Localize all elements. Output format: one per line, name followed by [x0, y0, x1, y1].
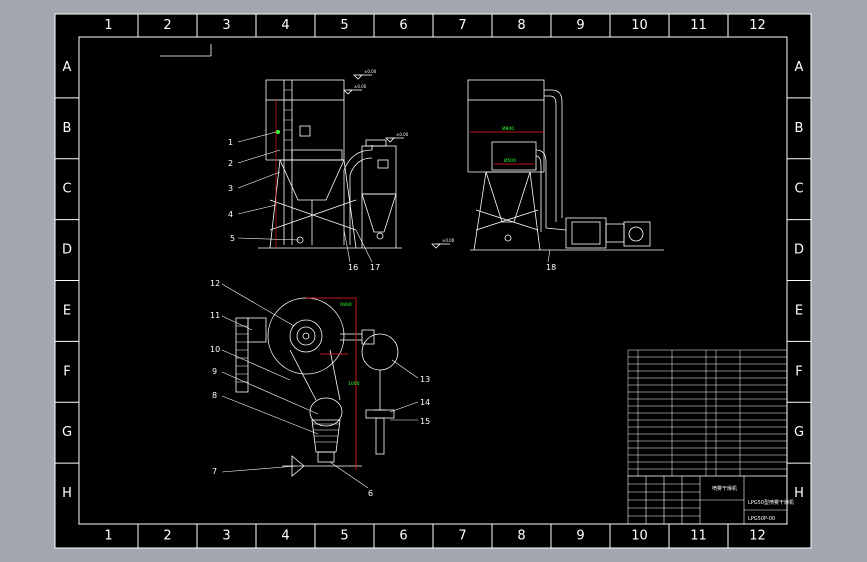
border-col-top-11: 11: [690, 18, 707, 33]
elevation-ground: ±0.00: [442, 238, 455, 243]
border-row-left-C: C: [62, 182, 71, 197]
balloon-1: 1: [228, 138, 233, 147]
dim-side-top: Ø800: [502, 125, 514, 132]
balloon-2: 2: [228, 159, 233, 168]
elevation-top: ±0.00: [364, 69, 377, 74]
border-col-bottom-11: 11: [690, 529, 707, 544]
border-row-left-H: H: [62, 486, 72, 501]
side-elevation-view: [467, 79, 664, 251]
dim-plan-radius: R800: [340, 302, 352, 308]
elevation-roof: ±0.00: [354, 84, 367, 89]
border-col-bottom-12: 12: [749, 529, 766, 544]
border-col-bottom-1: 1: [104, 529, 112, 544]
border-col-top-9: 9: [576, 18, 584, 33]
border-row-right-G: G: [794, 425, 804, 440]
border-row-left-D: D: [62, 243, 72, 258]
border-col-bottom-6: 6: [399, 529, 407, 544]
drawing-sheet: [54, 13, 812, 549]
balloon-9: 9: [212, 367, 217, 376]
border-row-right-E: E: [795, 303, 803, 318]
border-row-right-H: H: [794, 486, 804, 501]
dim-side-mid: Ø500: [504, 157, 516, 164]
balloon-15: 15: [420, 417, 430, 426]
plan-view: [235, 297, 399, 477]
border-row-right-C: C: [794, 182, 803, 197]
border-col-top-5: 5: [340, 18, 348, 33]
border-col-bottom-3: 3: [222, 529, 230, 544]
balloon-18: 18: [546, 263, 556, 272]
border-row-left-A: A: [63, 60, 72, 75]
border-col-bottom-4: 4: [281, 529, 289, 544]
border-col-top-8: 8: [517, 18, 525, 33]
border-col-top-3: 3: [222, 18, 230, 33]
border-col-bottom-2: 2: [163, 529, 171, 544]
balloon-8: 8: [212, 391, 217, 400]
balloon-16: 16: [348, 263, 358, 272]
border-col-bottom-9: 9: [576, 529, 584, 544]
balloon-5: 5: [230, 234, 235, 243]
balloon-4: 4: [228, 210, 233, 219]
border-col-top-6: 6: [399, 18, 407, 33]
border-row-left-B: B: [63, 121, 72, 136]
front-elevation-view: [160, 44, 450, 249]
title-block-drawing-no: LPG50P-00: [748, 516, 775, 522]
balloon-6: 6: [368, 489, 373, 498]
parts-list: [627, 349, 788, 477]
border-col-top-4: 4: [281, 18, 289, 33]
plan-leaders: [221, 283, 419, 489]
title-block-model: LPG50型喷雾干燥机: [748, 499, 794, 506]
front-elevation-dims: [275, 100, 280, 248]
border-row-right-D: D: [794, 243, 804, 258]
border-row-right-A: A: [795, 60, 804, 75]
balloon-11: 11: [210, 311, 220, 320]
border-col-bottom-10: 10: [631, 529, 648, 544]
border-row-right-B: B: [795, 121, 804, 136]
balloon-3: 3: [228, 184, 233, 193]
balloon-17: 17: [370, 263, 380, 272]
elevation-cyclone: ±0.00: [396, 132, 409, 137]
border-col-top-10: 10: [631, 18, 648, 33]
title-block-title: 喷雾干燥机: [712, 485, 737, 492]
plan-view-dims: [306, 297, 357, 470]
balloon-10: 10: [210, 345, 220, 354]
title-block: [627, 475, 788, 525]
border-col-bottom-7: 7: [458, 529, 466, 544]
border-col-bottom-8: 8: [517, 529, 525, 544]
border-col-top-7: 7: [458, 18, 466, 33]
dim-plan-height: 1000: [348, 381, 360, 387]
balloon-12: 12: [210, 279, 220, 288]
border-col-top-1: 1: [104, 18, 112, 33]
border-row-left-G: G: [62, 425, 72, 440]
border-col-bottom-5: 5: [340, 529, 348, 544]
balloon-13: 13: [420, 375, 430, 384]
balloon-7: 7: [212, 467, 217, 476]
side-elevation-dims: [470, 131, 544, 165]
leader-18: [547, 249, 551, 263]
border-row-left-F: F: [63, 364, 70, 379]
front-leaders: [237, 131, 373, 263]
border-row-left-E: E: [63, 303, 71, 318]
border-col-top-2: 2: [163, 18, 171, 33]
balloon-14: 14: [420, 398, 430, 407]
border-row-right-F: F: [795, 364, 802, 379]
border-col-top-12: 12: [749, 18, 766, 33]
